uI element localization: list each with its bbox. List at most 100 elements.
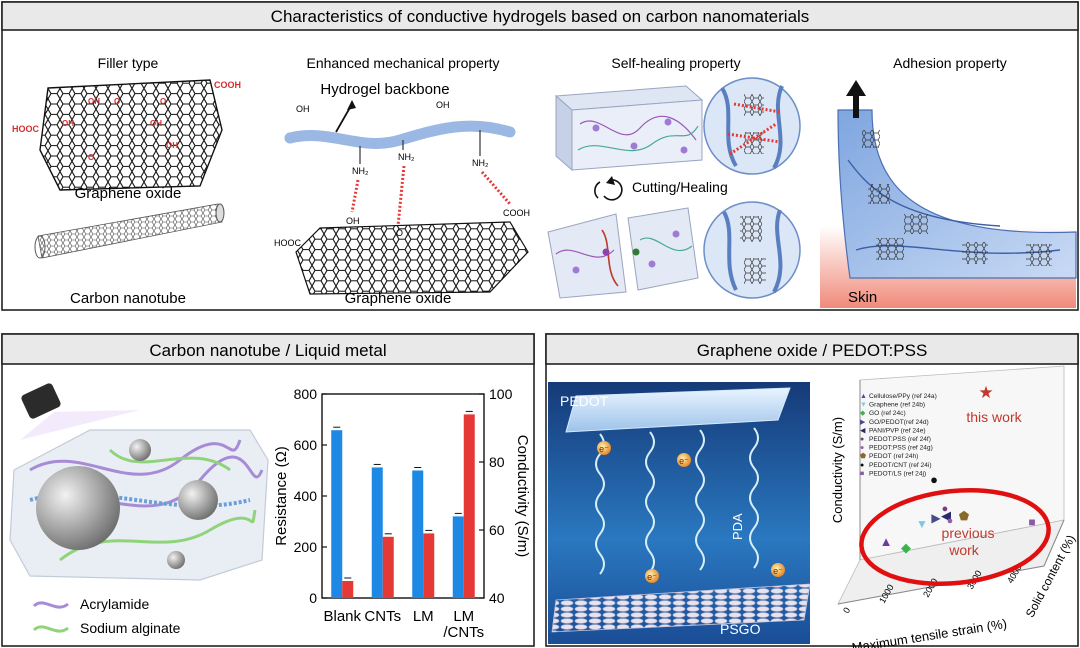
point-pedot: ⬟: [959, 509, 970, 523]
bar-resistance-2: [412, 470, 424, 598]
mech-nh2-2: NH₂: [398, 152, 415, 162]
acrylamide-legend-swatch: [32, 601, 69, 609]
electron-3: e⁻: [645, 569, 659, 583]
electron-3-label: e⁻: [647, 572, 657, 582]
point-cellulose-ppy: ▲: [880, 534, 893, 549]
pedot-psgo-schematic: PEDOT PSGO PDA e⁻ e⁻ e⁻ e⁻: [548, 382, 811, 644]
previous-work-label-line1: previous: [942, 525, 995, 541]
bottom-right-title-bar: [545, 333, 1079, 365]
carbon-nanotube-icon: [34, 203, 225, 259]
section-mechanical: Enhanced mechanical property Hydrogel ba…: [274, 55, 530, 307]
plot3d-data-points: ▲ ◆ ▼ ▶ ◀ ● ● ⬟ ● ■: [880, 472, 1036, 555]
mechanical-title: Enhanced mechanical property: [306, 55, 499, 71]
hbond-3: [480, 171, 512, 205]
bottom-right-panel: Graphene oxide / PEDOT:PSS PEDOT PSGO PD…: [545, 333, 1079, 648]
this-work-label: this work: [966, 409, 1022, 425]
pda-chain-4: [749, 427, 759, 569]
left-y-tick-label-3: 600: [294, 437, 318, 453]
legend-marker-4: ◀: [860, 427, 866, 434]
alginate-legend-label: Sodium alginate: [80, 620, 181, 636]
psgo-sheet: [551, 583, 811, 633]
hydrogel-backbone-chain: [284, 120, 516, 149]
bar-conductivity-0: [342, 581, 354, 598]
adhesion-graphene-4: [876, 238, 904, 260]
adhesion-graphene-3: [904, 214, 928, 234]
legend-label-6: PEDOT:PSS (ref 24g): [869, 445, 933, 452]
left-y-tick-label-4: 800: [294, 386, 318, 402]
adhesion-graphene-1: [862, 130, 880, 148]
x-category-label-3: LM: [453, 608, 474, 625]
electron-1-label: e⁻: [599, 444, 609, 454]
this-work-star-icon: ★: [978, 383, 993, 402]
right-y-tick-label-0: 40: [489, 590, 505, 606]
adhesion-title: Adhesion property: [893, 55, 1007, 71]
pda-chain-2: [645, 431, 655, 573]
previous-work-ellipse: [859, 487, 1051, 587]
left-y-tick-label-0: 0: [309, 590, 317, 606]
bar-conductivity-2: [423, 533, 435, 598]
point-pedot-cnt: ●: [930, 472, 938, 487]
filler-oh-label-4: OH: [166, 141, 178, 150]
filler-o-label-3: O: [88, 153, 94, 162]
right-y-axis-label: Conductivity (S/m): [514, 435, 531, 558]
cutting-healing-cycle-icon: [594, 176, 623, 201]
plot3d-y-axis: [1043, 519, 1065, 567]
legend-marker-6: ●: [860, 445, 864, 452]
x-category-label-3-line1: /CNTs: [443, 624, 484, 641]
legend-marker-2: ◆: [860, 410, 866, 417]
zoom-circle-cut: [703, 201, 801, 299]
alginate-legend-swatch: [32, 625, 69, 633]
liquid-metal-droplet-large: [36, 466, 120, 550]
bottom-right-title: Graphene oxide / PEDOT:PSS: [697, 341, 928, 360]
legend-label-4: PANI/PVP (ref 24e): [869, 427, 926, 434]
top-panel-title: Characteristics of conductive hydrogels …: [271, 7, 810, 26]
adhesion-graphene-5: [962, 242, 988, 264]
bottom-left-title: Carbon nanotube / Liquid metal: [149, 341, 386, 360]
psgo-label: PSGO: [720, 621, 761, 637]
bar-resistance-0: [331, 430, 343, 598]
liquid-metal-droplet-small-2: [167, 551, 185, 569]
pda-chain-1: [595, 433, 605, 575]
point-pani-pvp: ◀: [941, 508, 951, 523]
section-adhesion: Adhesion property Skin: [820, 55, 1077, 308]
adhesion-pull-arrowhead: [846, 80, 866, 96]
mech-cooh: COOH: [503, 208, 530, 218]
filler-type-title: Filler type: [98, 55, 159, 71]
mech-go-oh: OH: [346, 216, 360, 226]
pda-chain-3: [695, 429, 705, 571]
graphene-oxide-sheet-icon: [295, 221, 529, 295]
legend-marker-9: ■: [860, 470, 864, 477]
point-graphene: ▼: [916, 517, 928, 531]
legend-label-2: GO (ref 24c): [869, 410, 906, 417]
legend-label-8: PEDOT/CNT (ref 24i): [869, 462, 932, 469]
filler-oh-label-2: OH: [62, 119, 74, 128]
x-category-label-2: LM: [413, 608, 434, 625]
bar-conductivity-3: [463, 414, 475, 598]
left-y-axis-label: Resistance (Ω): [273, 446, 290, 546]
electron-4-label: e⁻: [773, 566, 783, 576]
legend-label-0: Cellulose/PPy (ref 24a): [869, 393, 937, 400]
legend-marker-1: ▼: [860, 402, 867, 409]
adhesive-hydrogel-layer: [837, 109, 1077, 279]
mech-graphene-oxide-label: Graphene oxide: [345, 290, 452, 307]
adhesion-chain-1: [847, 159, 1001, 227]
hbond-1: [350, 179, 360, 213]
filler-hooc-label: HOOC: [12, 124, 40, 134]
section-filler-type: Filler type COOH HOOC OH OH OH OH O O O …: [12, 55, 241, 307]
graphene-oxide-structure-icon: [39, 79, 223, 191]
bar-resistance-1: [371, 467, 383, 598]
legend-marker-3: ▶: [860, 419, 866, 426]
adhesion-graphene-2: [868, 184, 890, 204]
plot3d-z-label: Conductivity (S/m): [830, 417, 845, 523]
cutting-healing-label: Cutting/Healing: [632, 179, 728, 195]
left-y-tick-label-1: 200: [294, 539, 318, 555]
section-self-healing: Self-healing property: [547, 55, 801, 299]
point-go-pedot: ▶: [931, 511, 941, 525]
legend-label-7: PEDOT (ref 24h): [869, 453, 918, 460]
top-panel: Characteristics of conductive hydrogels …: [1, 1, 1079, 311]
legend-label-5: PEDOT:PSS (ref 24f): [869, 436, 931, 443]
